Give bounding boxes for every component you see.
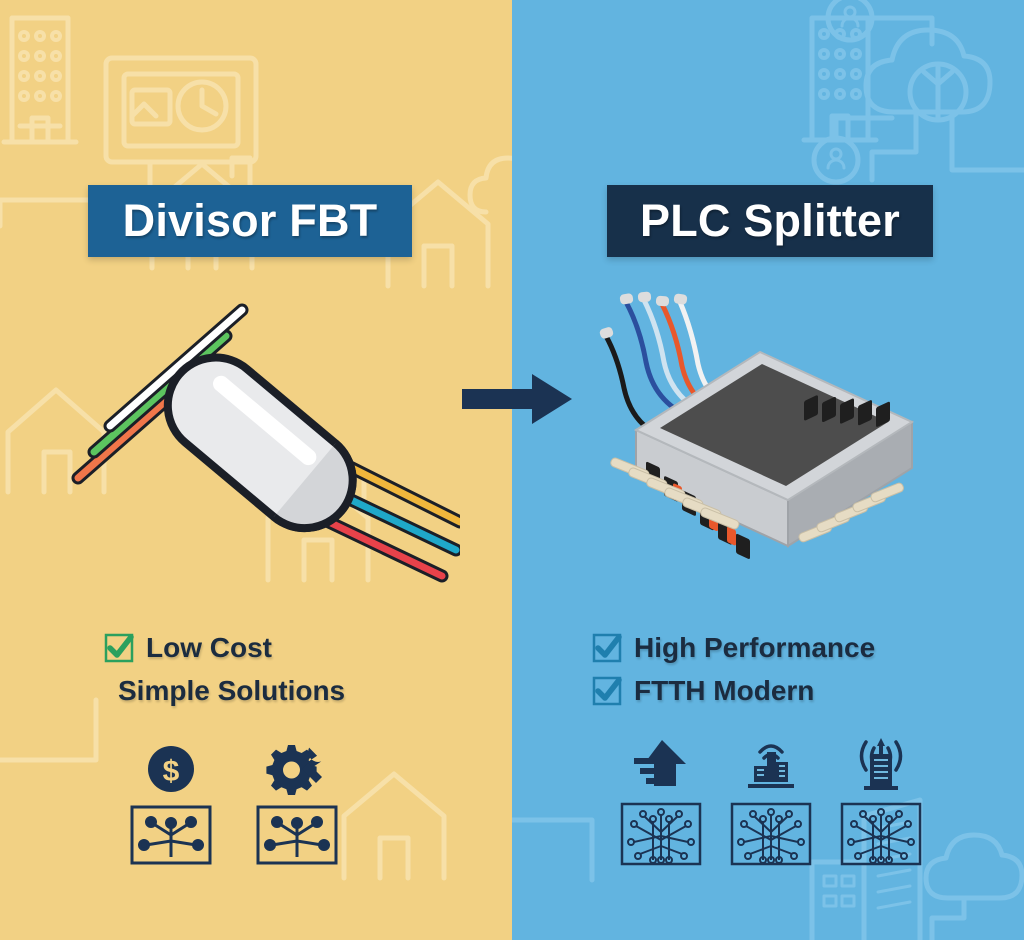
- bg-cloud-icon-1: [863, 27, 1024, 183]
- plc-splitter-diagram-icon: [730, 802, 812, 866]
- checkbox-checked-icon: [592, 676, 622, 705]
- bg-user-node-icon-2: [811, 115, 895, 185]
- feature-item-simple-solutions: Simple Solutions: [104, 669, 434, 712]
- feature-label: Simple Solutions: [118, 674, 346, 706]
- feature-label: FTTH Modern: [634, 674, 815, 706]
- bg-cloud-icon: [467, 155, 512, 215]
- gear-wrench-icon: [266, 745, 322, 795]
- right-title-text: PLC Splitter: [640, 195, 900, 246]
- bg-building-icon-1: [801, 15, 879, 143]
- fbt-coupler-illustration: [71, 303, 460, 583]
- splitter-diagram-icon: [130, 805, 212, 865]
- module-body: [633, 350, 915, 548]
- plc-splitter-module-illustration: [599, 291, 915, 559]
- left-title-text: Divisor FBT: [122, 195, 378, 246]
- right-feature-list: High Performance FTTH Modern: [592, 626, 952, 712]
- splitter-diagram-icon: [256, 805, 338, 865]
- right-title-banner: PLC Splitter: [607, 185, 933, 257]
- transition-arrow: [462, 374, 572, 424]
- output-pins-left: [610, 457, 750, 559]
- svg-text:$: $: [163, 755, 180, 788]
- left-icon-row: $: [130, 735, 338, 870]
- right-icon-row: [620, 732, 922, 871]
- right-panel-plc: PLC Splitter: [512, 0, 1024, 940]
- speed-arrow-icon: [634, 740, 686, 786]
- right-icon-cell-1: [620, 732, 702, 871]
- tower-broadcast-icon: [859, 738, 903, 790]
- left-feature-list: Low Cost Simple Solutions: [104, 626, 434, 712]
- left-title-banner: Divisor FBT: [88, 185, 412, 257]
- output-pins-right: [798, 395, 904, 543]
- plc-splitter-diagram-icon: [620, 802, 702, 866]
- bg-tree-icon: [907, 61, 969, 123]
- bg-building-icon: [1, 15, 79, 145]
- checkbox-checked-icon: [104, 633, 134, 662]
- feature-item-high-performance: High Performance: [592, 626, 952, 669]
- feature-label: High Performance: [634, 631, 876, 663]
- bg-line-2: [512, 817, 595, 883]
- checkbox-checked-icon: [592, 633, 622, 662]
- bg-house-icon-5: [341, 771, 447, 881]
- right-icon-cell-3: [840, 732, 922, 871]
- bg-cloud-icon-2: [923, 832, 1024, 940]
- plc-splitter-diagram-icon: [840, 802, 922, 866]
- left-icon-cell-1: $: [130, 735, 212, 870]
- bg-user-node-icon-1: [825, 0, 935, 47]
- feature-item-low-cost: Low Cost: [104, 626, 434, 669]
- left-panel-fbt: Divisor FBT: [0, 15, 512, 881]
- feature-label: Low Cost: [146, 631, 272, 663]
- bg-line-1: [0, 697, 99, 763]
- building-wifi-icon: [748, 744, 794, 788]
- right-icon-cell-2: [730, 732, 812, 871]
- left-icon-cell-2: [256, 735, 338, 870]
- dollar-coin-icon: $: [148, 746, 194, 792]
- feature-item-ftth-modern: FTTH Modern: [592, 669, 952, 712]
